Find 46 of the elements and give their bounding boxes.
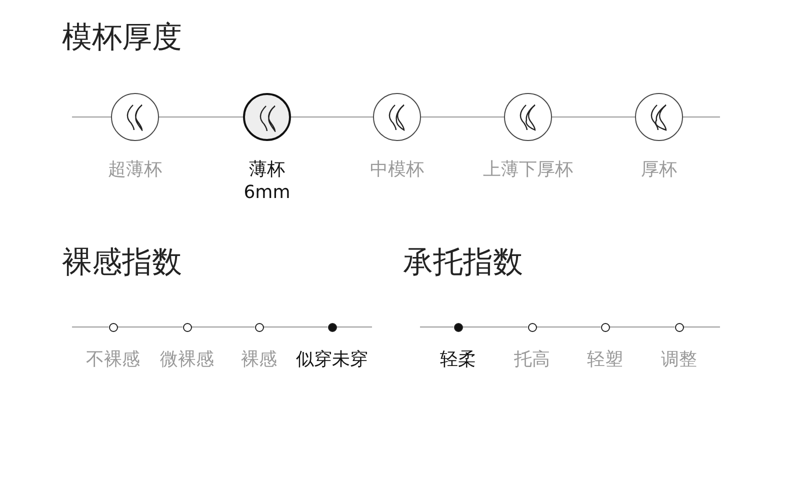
scale-dot xyxy=(108,322,118,332)
scale-line xyxy=(263,326,328,328)
option-label: 6mm xyxy=(244,182,290,204)
scale-line xyxy=(290,116,374,118)
option-label: 托高 xyxy=(514,349,550,371)
option-label: 上薄下厚杯 xyxy=(483,159,573,181)
option-label: 不裸感 xyxy=(86,349,140,371)
scale-line xyxy=(552,116,636,118)
scale-line xyxy=(683,326,720,328)
scale-dot xyxy=(182,322,192,332)
option-circle xyxy=(504,93,552,141)
option-circle xyxy=(111,93,159,141)
scale-line xyxy=(420,116,504,118)
option-label: 调整 xyxy=(661,349,697,371)
option-circle xyxy=(243,93,291,141)
scale-line xyxy=(682,116,720,118)
scale-line xyxy=(336,326,372,328)
option-label: 裸感 xyxy=(241,349,277,371)
option-circle xyxy=(373,93,421,141)
section-heading: 裸感指数 xyxy=(62,245,182,281)
option-label: 似穿未穿 xyxy=(296,349,368,371)
option-label: 超薄杯 xyxy=(108,159,162,181)
scale-dot xyxy=(254,322,264,332)
scale-line xyxy=(72,116,112,118)
option-label: 轻塑 xyxy=(587,349,623,371)
scale-line xyxy=(72,326,109,328)
option-label: 轻柔 xyxy=(440,349,476,371)
scale-line xyxy=(420,326,454,328)
section-heading: 模杯厚度 xyxy=(62,20,182,56)
option-label: 中模杯 xyxy=(370,159,424,181)
scale-line xyxy=(158,116,244,118)
section-heading: 承托指数 xyxy=(403,245,523,281)
selected-scale-dot xyxy=(454,322,462,332)
option-label: 微裸感 xyxy=(160,349,214,371)
selected-scale-dot xyxy=(328,322,336,332)
scale-line xyxy=(117,326,183,328)
scale-dot xyxy=(528,322,536,332)
scale-dot xyxy=(600,322,610,332)
option-label: 厚杯 xyxy=(641,159,677,181)
option-label: 薄杯 xyxy=(249,159,285,181)
option-circle xyxy=(635,93,683,141)
scale-line xyxy=(462,326,528,328)
scale-line xyxy=(609,326,675,328)
scale-dot xyxy=(674,322,684,332)
scale-line xyxy=(536,326,601,328)
scale-line xyxy=(191,326,255,328)
